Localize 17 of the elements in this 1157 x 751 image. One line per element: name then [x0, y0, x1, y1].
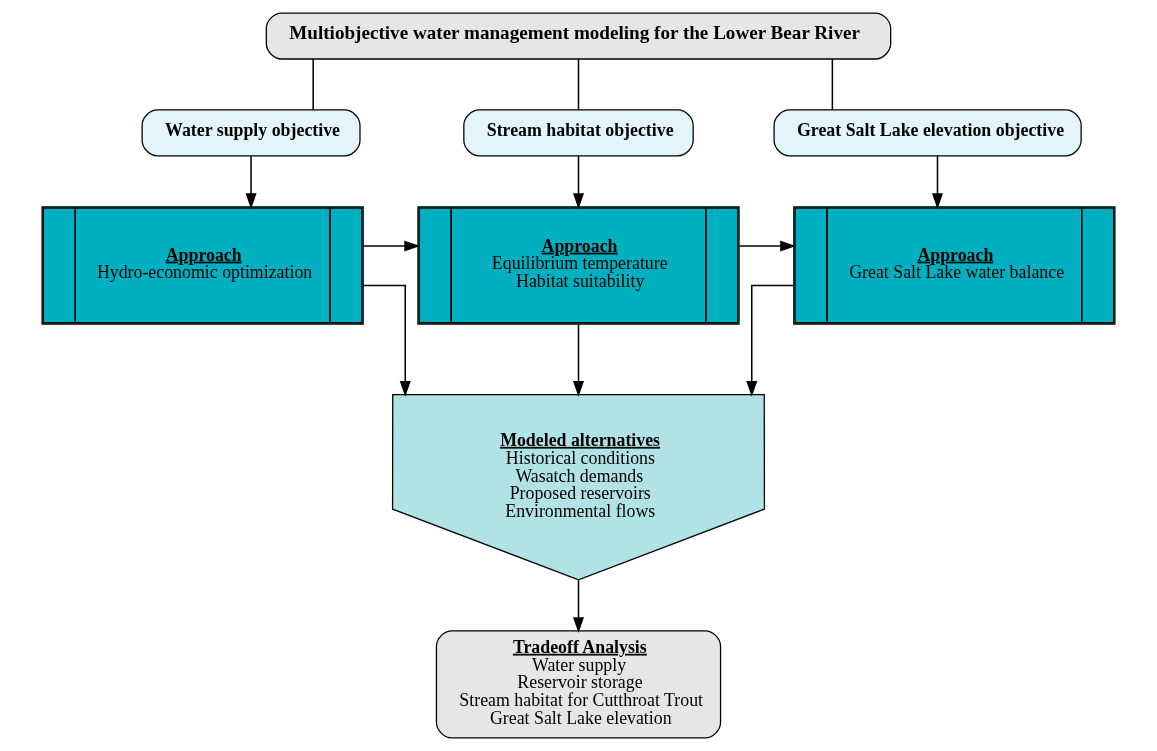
arrow — [931, 155, 943, 210]
node-box: Stream habitat objective — [463, 109, 694, 157]
arrow — [362, 284, 411, 397]
connector — [831, 58, 834, 111]
node-box: Great Salt Lake elevation objective — [773, 109, 1082, 157]
node-box: Tradeoff Analysis Water supply Reservoir storage Stream habitat for Cutthroat Trout Great Salt Lake elevation — [435, 630, 722, 739]
connector — [577, 58, 580, 111]
arrow — [572, 155, 585, 210]
node-box: Water supply objective — [141, 109, 361, 157]
node-box: Multiobjective water management modeling for the Lower Bear River — [265, 12, 892, 60]
arrow — [362, 240, 421, 252]
arrow — [245, 155, 257, 210]
arrow — [738, 240, 796, 252]
arrow — [572, 323, 585, 397]
arrow — [746, 284, 795, 397]
arrow — [572, 579, 585, 634]
connector — [312, 58, 314, 111]
